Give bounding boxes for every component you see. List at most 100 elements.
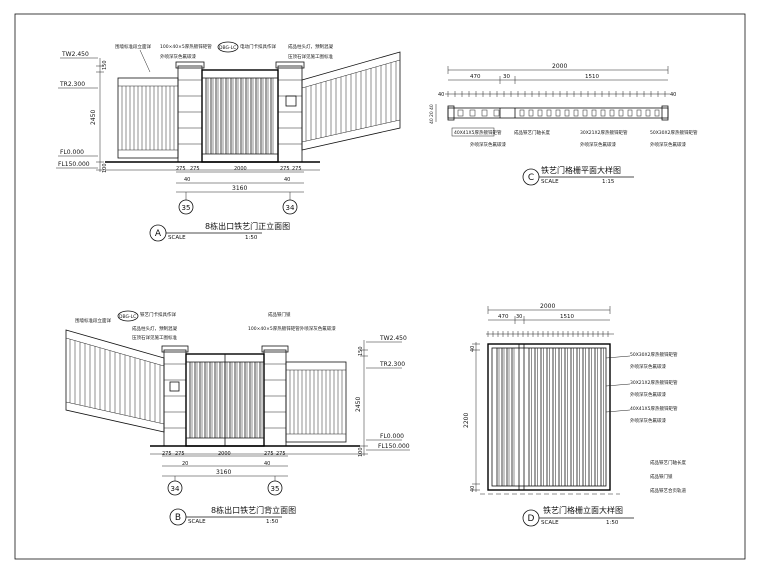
side-dim-d-1: 40	[470, 486, 476, 492]
drawing-letter-b: B	[175, 513, 181, 523]
left-dim-c-0: 40	[429, 104, 435, 110]
right-pillar-b	[261, 345, 289, 447]
seg-dim-c-1: 30	[503, 74, 510, 80]
note-a-2: 外喷深灰色氟碳漆	[160, 53, 196, 60]
label-d-6: 成品铁艺门轴长度	[650, 459, 686, 466]
scale-word-b: SCALE	[188, 519, 206, 525]
label-d-4: 40X41X5厚热镀锌矩管	[630, 405, 678, 412]
label-d-5: 外喷深灰色氟碳漆	[630, 417, 666, 424]
hdim-a-4: 275	[292, 166, 302, 172]
level-b-tw: TW2.450	[379, 335, 407, 342]
side-dim-d-0: 40	[470, 346, 476, 352]
scale-word-d: SCALE	[541, 520, 559, 526]
hdim-b-mid-0: 20	[182, 461, 188, 467]
level-a-tr: TR2.300	[59, 81, 85, 88]
left-fence-b	[65, 329, 165, 433]
note-b-1: DBG-LC	[119, 314, 136, 320]
label-c-6: 外喷深灰色氟碳漆	[650, 141, 686, 148]
overall-dim-b: 3160	[216, 469, 231, 476]
bar-section	[654, 109, 660, 117]
level-a-fl0: FL0.000	[60, 149, 84, 156]
hdim-b-0: 275	[162, 451, 172, 457]
bar-section	[618, 109, 624, 117]
hdim-b-1: 275	[175, 451, 185, 457]
bar-section	[627, 109, 633, 117]
hdim-a-mid-0: 40	[184, 177, 190, 183]
height-dim-d: 2200	[463, 413, 470, 428]
seg-dim-c-2: 1510	[585, 74, 599, 80]
seg-dim-d-1: 30	[516, 314, 522, 320]
grid-bubble-b-left	[167, 480, 183, 496]
hdim-b-mid-1: 40	[264, 461, 270, 467]
grid-bubble-a-left	[178, 199, 194, 215]
drawing-b-back-elevation: 150 2450 100 TW2.450 TR2.300 FL0.000 FL1…	[65, 310, 410, 526]
bar-section	[564, 109, 570, 117]
drawing-c-plan-detail: 2000 470 30 1510 40 40 40 20 40 40X41X5厚…	[429, 63, 698, 186]
vdim-b-2: 100	[358, 447, 364, 457]
seg-dim-d-2: 1510	[560, 314, 574, 320]
drawing-title-d: 铁艺门格栅立面大样图	[543, 505, 623, 515]
level-b-tr: TR2.300	[379, 361, 405, 368]
drawing-letter-a: A	[155, 229, 162, 239]
label-d-2: 30X21X2厚热镀锌矩管	[630, 379, 678, 386]
left-pillar-a	[175, 61, 205, 163]
grid-b-right: 35	[271, 485, 280, 493]
label-c-4: 外喷深灰色氟碳漆	[580, 141, 616, 148]
drawing-letter-d: D	[528, 514, 535, 524]
callout-a-dbg	[217, 41, 239, 53]
scale-value-b: 1:50	[266, 519, 279, 525]
note-a-0: 围墙标准段立面详	[115, 43, 151, 50]
hdim-a-1: 275	[190, 166, 200, 172]
bar-section	[519, 109, 525, 117]
left-dim-c-2: 40	[429, 118, 435, 124]
right-pillar-a	[275, 61, 305, 163]
bar-section	[609, 109, 615, 117]
label-c-2: 成品铁艺门轴长度	[514, 129, 550, 136]
note-b-3: 成品柱头灯，预制混凝	[132, 325, 177, 332]
note-b-4: 压顶石详见施工图标准	[132, 334, 177, 341]
lock-box-icon	[285, 95, 297, 107]
note-b-5: 成品铁门锁	[268, 311, 291, 318]
callout-b-dbg	[117, 310, 139, 322]
note-a-5: 成品柱头灯，预制混凝	[288, 43, 333, 50]
note-a-6: 压顶石详见施工图标准	[288, 53, 333, 60]
left-pillar-b	[161, 345, 189, 447]
note-a-4: 电动门卡扣具作详	[240, 43, 276, 50]
hdim-b-3: 275	[264, 451, 274, 457]
hdim-a-0: 275	[176, 166, 186, 172]
left-dim-c-1: 20	[429, 111, 435, 117]
grid-bubble-a-right	[282, 199, 298, 215]
scale-value-d: 1:50	[606, 520, 619, 526]
bar-section	[546, 109, 552, 117]
vdim-b-1: 2450	[355, 397, 362, 412]
level-b-fl0: FL0.000	[380, 433, 404, 440]
bar-section	[636, 109, 642, 117]
gate-b	[185, 353, 265, 447]
scale-word-a: SCALE	[168, 235, 186, 241]
note-b-6: 100×40×5厚热镀锌矩管外喷深灰色氟碳漆	[248, 325, 336, 332]
overall-dim-d: 2000	[540, 303, 555, 310]
hdim-a-mid-1: 40	[284, 177, 290, 183]
left-fence-a	[117, 77, 179, 159]
label-c-1: 外喷深灰色氟碳漆	[470, 141, 506, 148]
hdim-b-4: 275	[276, 451, 286, 457]
side-dim-c-right: 40	[670, 92, 676, 98]
level-markers-b: TW2.450 TR2.300 FL0.000 FL150.000	[366, 335, 410, 451]
overall-dim-c: 2000	[552, 63, 567, 70]
note-b-2: 铁艺门卡扣具作详	[140, 311, 176, 318]
drawing-letter-c: C	[528, 173, 534, 183]
bar-section	[645, 109, 651, 117]
bar-section	[493, 109, 500, 117]
bar-section	[600, 109, 606, 117]
level-markers-a: TW2.450 TR2.300 FL0.000 FL150.000	[56, 51, 98, 169]
drawing-title-a: 8栋出口铁艺门正立面图	[205, 221, 290, 231]
grid-a-left: 35	[182, 204, 191, 212]
bar-section	[469, 109, 476, 117]
grid-bubble-b-right	[267, 480, 283, 496]
drawing-a-front-elevation: 150 2450 100 TW2.450 TR2.300 FL0.000 FL1…	[56, 41, 401, 242]
bar-section	[528, 109, 534, 117]
hdim-b-2: 2000	[218, 451, 231, 457]
vdim-a-2: 100	[102, 163, 108, 173]
bar-section	[582, 109, 588, 117]
